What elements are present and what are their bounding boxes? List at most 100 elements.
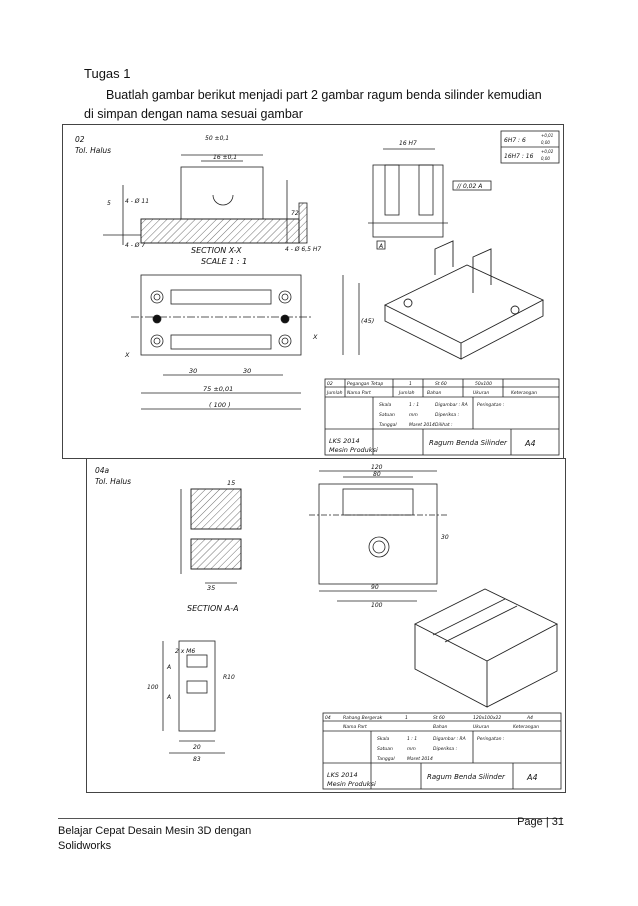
title-block-2 <box>322 712 562 790</box>
footer-line-2: Solidworks <box>58 840 112 852</box>
tb-col5: Ukuran <box>473 390 489 396</box>
top-view <box>131 274 360 410</box>
dim-16h7: 16 H7 <box>399 140 417 147</box>
dim-30-left: 30 <box>189 367 197 375</box>
tb2-partno: 04 <box>325 715 331 721</box>
fit-16h7-upper: +0,02 <box>541 149 554 154</box>
page-number: Page | 31 <box>517 816 564 828</box>
side-view <box>368 148 492 250</box>
footer-divider <box>58 818 563 819</box>
tb2-drawn: Digambar : RA <box>433 736 466 742</box>
paragraph-line-2: di simpan dengan nama sesuai gambar <box>84 107 303 121</box>
tb2-col2: Nama Part <box>343 724 367 730</box>
fit-16h7-lower: 0,00 <box>541 156 550 161</box>
tb-col1: Jumlah <box>326 390 343 396</box>
tb-unit-value: mm <box>409 413 418 418</box>
tb2-unit-value: mm <box>407 747 416 752</box>
tb-event-1: LKS 2014 <box>329 437 360 445</box>
part-number: 02 <box>75 135 85 144</box>
part-number-2: 04a <box>95 466 110 475</box>
dim-100: ( 100 ) <box>209 401 231 409</box>
dim-100-side: 100 <box>147 684 159 691</box>
tb2-event-1: LKS 2014 <box>327 771 358 779</box>
dim-50: 50 ±0,1 <box>205 135 229 142</box>
tb2-size: 120x100x22 <box>473 715 501 721</box>
tb-event-2: Mesin Produksi <box>329 446 378 454</box>
hole-callout-7: 4 - Ø 7 <box>125 242 145 249</box>
dim-16: 16 ±0,1 <box>213 154 237 161</box>
tb-scale-label: Skala <box>379 402 391 408</box>
tb-partno: 02 <box>327 381 333 387</box>
tb2-unit-label: Satuan <box>377 746 393 752</box>
side-view-2 <box>162 640 225 754</box>
dim-20: 20 <box>193 744 201 751</box>
tb-col4: Bahan <box>427 390 441 396</box>
section-mark-a-top: A <box>166 664 171 671</box>
footer-line-1: Belajar Cepat Desain Mesin 3D dengan <box>58 825 252 837</box>
tolerance-label-2: Tol. Halus <box>95 477 131 486</box>
section-title: SECTION X-X <box>191 246 242 255</box>
section-scale: SCALE 1 : 1 <box>201 257 247 266</box>
hole-callout-65: 4 - Ø 6,5 H7 <box>285 246 321 253</box>
tb2-checked: Diperiksa : <box>433 746 458 752</box>
tb2-col4: Bahan <box>433 724 447 730</box>
tb-col3: Jumlah <box>398 390 415 396</box>
section-mark-a-bottom: A <box>166 694 171 701</box>
tb2-title: Ragum Benda Silinder <box>427 773 506 781</box>
section-title-2: SECTION A-A <box>187 604 239 613</box>
tb2-size-code-small: A4 <box>526 715 533 721</box>
dim-80: 80 <box>373 471 381 478</box>
dim-35: 35 <box>207 584 215 592</box>
tb2-col6: Keterangan <box>513 724 539 730</box>
tb-col6: Keterangan <box>511 390 537 396</box>
technical-drawing-part-02: 02 Tol. Halus 50 ±0,1 16 ±0,1 4 - Ø 11 4… <box>62 124 564 459</box>
tb2-notes: Peringatan : <box>477 736 505 742</box>
dim-90: 90 <box>371 584 379 591</box>
tb-drawn: Digambar : RA <box>435 402 468 408</box>
tb-size-code: A4 <box>524 439 536 448</box>
tb2-partname: Rahang Bergerak <box>343 715 383 721</box>
dim-r10: R10 <box>223 674 235 681</box>
title-block <box>324 378 560 456</box>
tb2-scale-value: 1 : 1 <box>407 736 417 742</box>
technical-drawing-part-04a: 04a Tol. Halus 15 35 SECTION A-A 120 80 … <box>86 458 566 793</box>
front-view-2 <box>309 470 447 602</box>
tb-col2: Nama Part <box>347 390 371 396</box>
section-view <box>103 154 308 245</box>
tb2-event-2: Mesin Produksi <box>327 780 376 788</box>
isometric-view-2 <box>414 588 558 708</box>
fit-6h7-lower: 0,00 <box>541 140 550 145</box>
dim-5: 5 <box>107 200 111 207</box>
tolerance-label: Tol. Halus <box>75 146 111 155</box>
dim-100: 100 <box>371 602 383 609</box>
tb-date-value: Maret 2014 <box>409 422 435 428</box>
tb-size: 50x100 <box>475 381 492 387</box>
tb-notes: Peringatan : <box>477 402 505 408</box>
thread-callout: 2 x M6 <box>175 648 195 655</box>
paragraph-line-1: Buatlah gambar berikut menjadi part 2 ga… <box>106 88 542 102</box>
task-heading: Tugas 1 <box>84 66 131 81</box>
tb2-qty: 1 <box>405 715 408 721</box>
tb2-col5: Ukuran <box>473 724 489 730</box>
tb-qty: 1 <box>409 381 412 387</box>
section-mark-x-left: X <box>124 351 130 359</box>
task-paragraph: Buatlah gambar berikut menjadi part 2 ga… <box>84 86 564 124</box>
footer-book-title: Belajar Cepat Desain Mesin 3D dengan Sol… <box>58 824 278 854</box>
tb-date-label: Tanggal <box>379 422 397 428</box>
tb2-date-label: Tanggal <box>377 756 395 762</box>
fit-16h7: 16H7 : 16 <box>504 153 534 160</box>
tb-material: St 60 <box>435 381 447 387</box>
dim-72: 72 <box>291 210 299 217</box>
tb-unit-label: Satuan <box>379 412 395 418</box>
fit-table <box>500 130 560 164</box>
isometric-view <box>383 240 545 360</box>
dim-15: 15 <box>227 479 235 487</box>
gdt-parallelism: // 0,02 A <box>456 183 482 190</box>
tb2-scale-label: Skala <box>377 736 389 742</box>
hole-callout-11: 4 - Ø 11 <box>125 198 149 205</box>
dim-83: 83 <box>193 756 201 763</box>
fit-6h7: 6H7 : 6 <box>504 137 526 144</box>
dim-30: 30 <box>441 534 449 541</box>
dim-120: 120 <box>371 464 383 471</box>
section-view-2 <box>180 488 242 584</box>
